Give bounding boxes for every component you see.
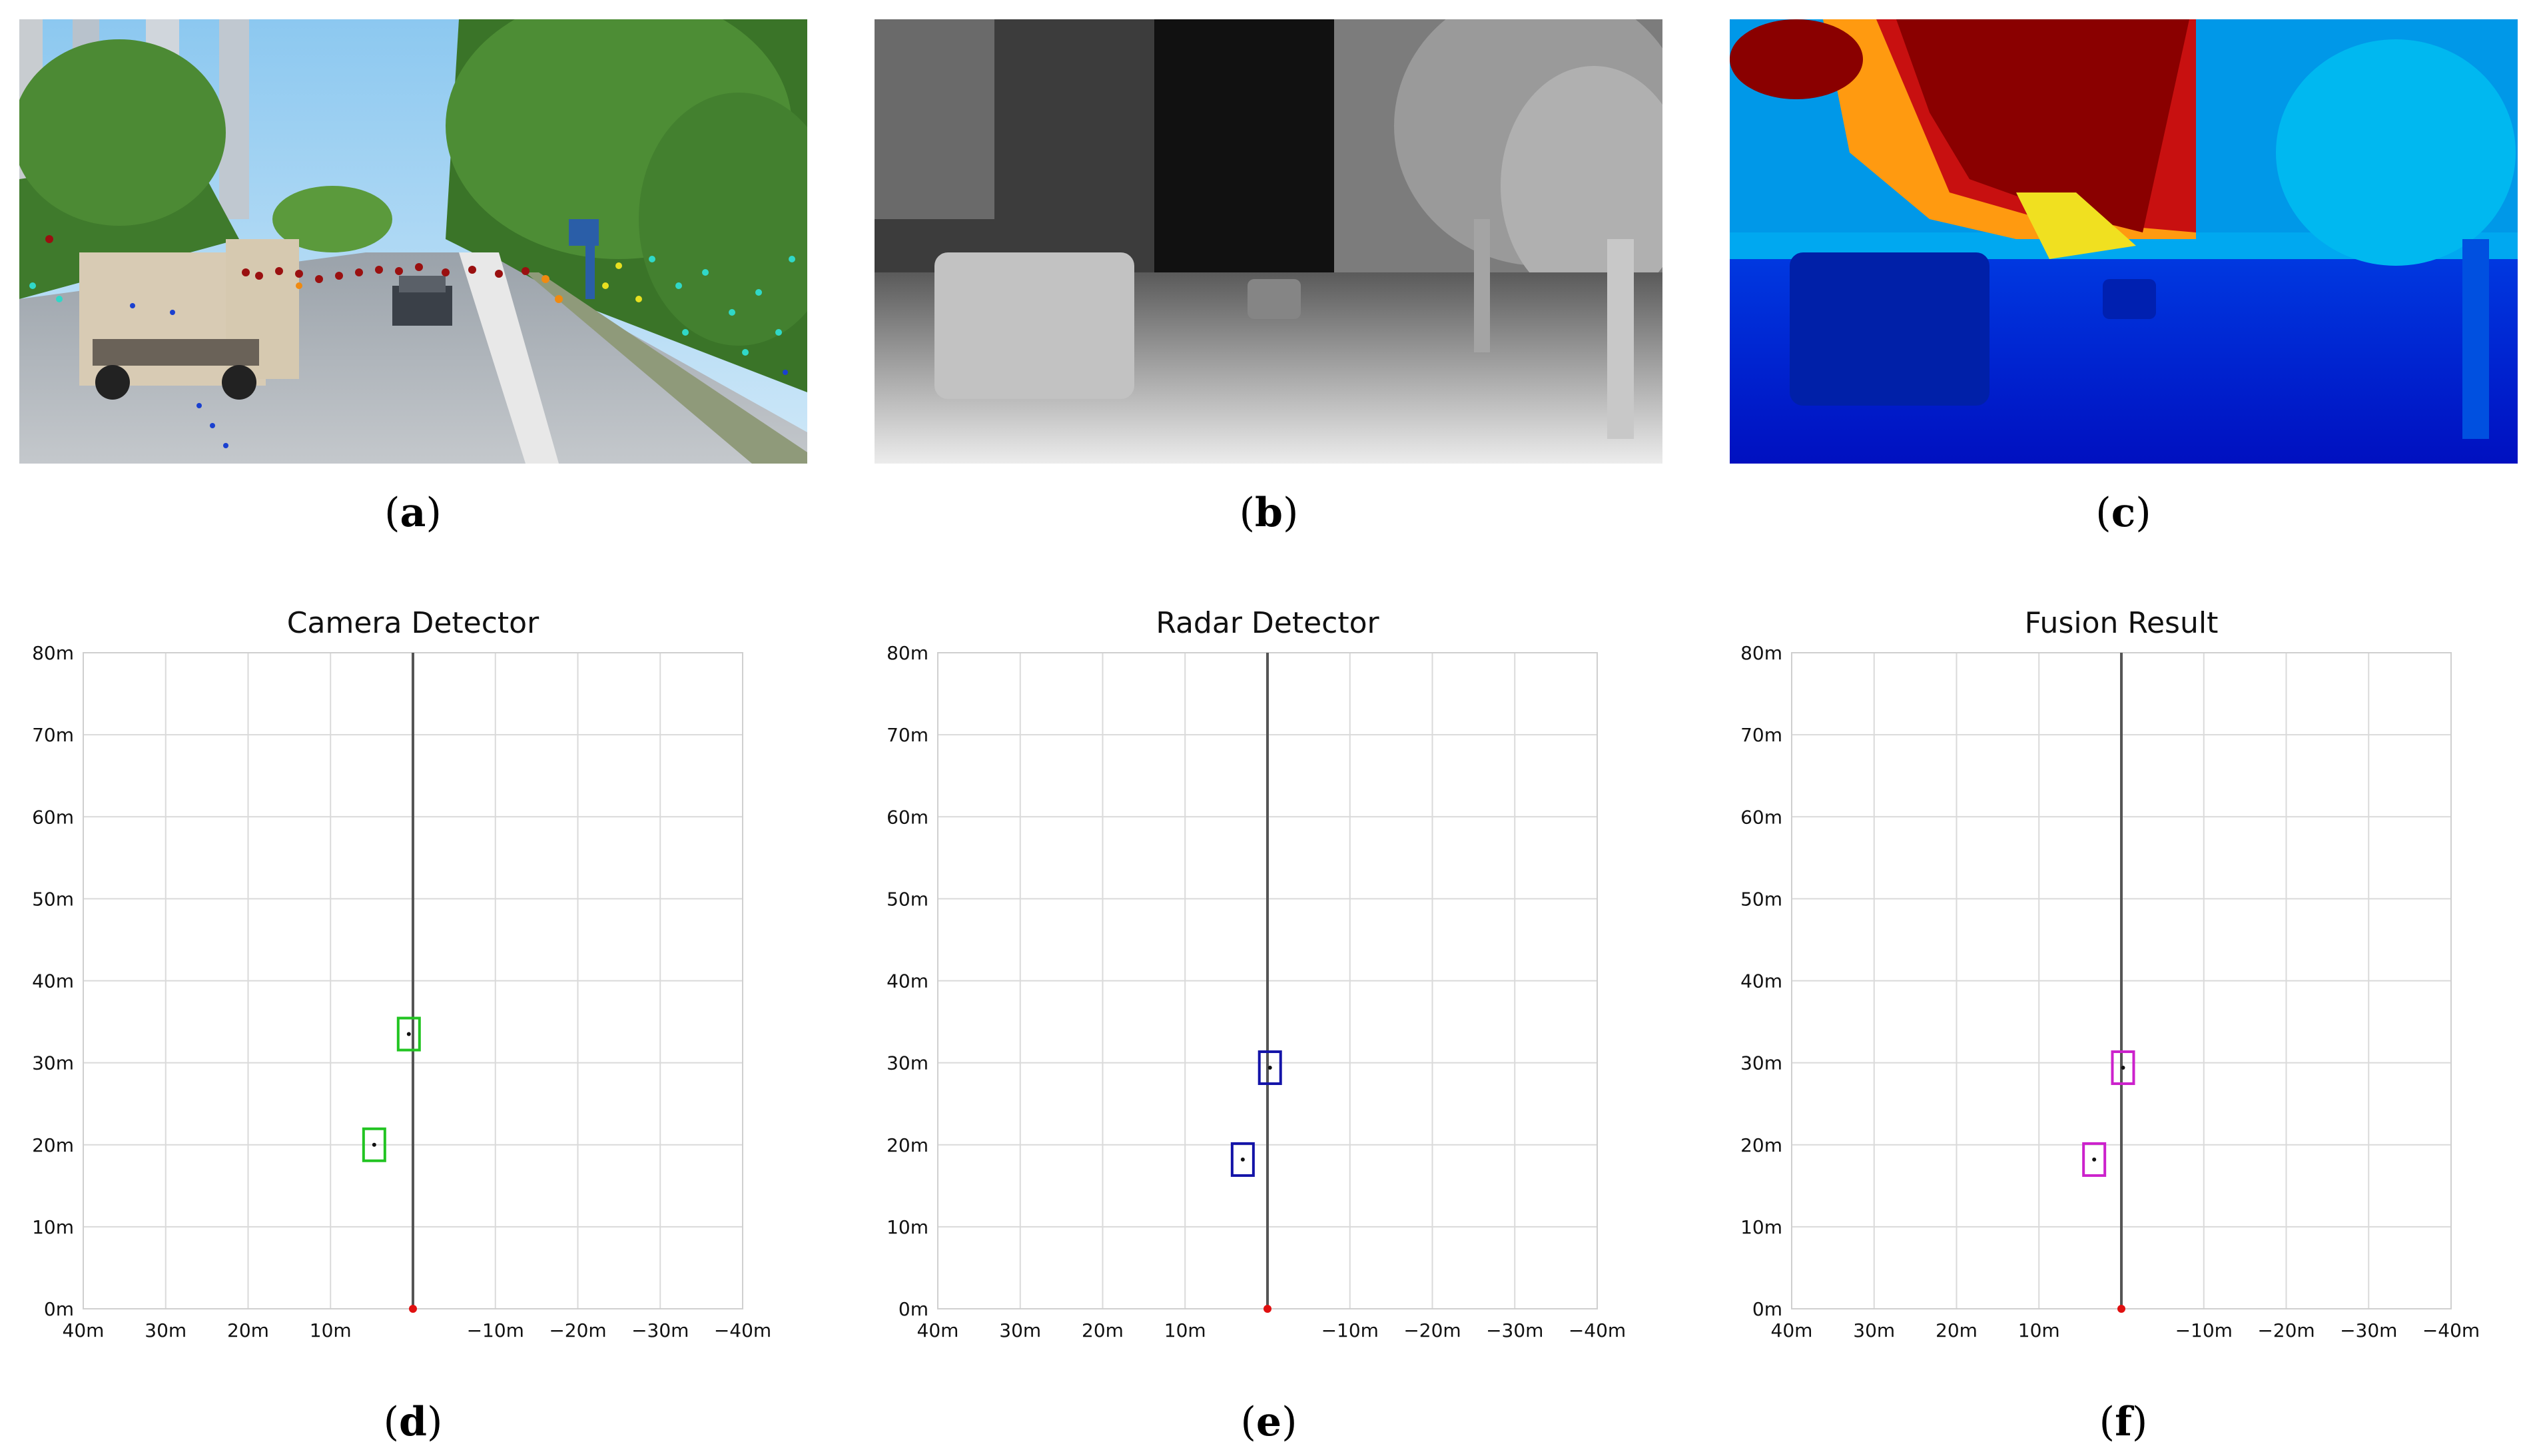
x-tick-label: −40m [1569,1319,1626,1341]
x-tick-label: −40m [714,1319,771,1341]
detection-box [396,1016,421,1052]
caption-c-letter: c [2111,490,2136,536]
y-tick-label: 40m [1740,970,1782,992]
x-tick-label: −30m [2340,1319,2397,1341]
chart-title: Fusion Result [2025,606,2219,640]
radar-detector-chart: Radar Detector 0m 10m 20m 30m 40m 50m 60m 70m 80m… [887,606,1626,1341]
colormap-depth-map [1730,19,2518,464]
ego-origin-point [2117,1305,2125,1313]
caption-a-letter: a [400,490,426,536]
y-tick-label: 70m [32,724,74,746]
jet-colormap-depth-map-icon [1730,19,2518,464]
grayscale-depth-map-icon [875,19,1662,464]
chart-title: Radar Detector [1156,606,1379,640]
x-tick-label: −40m [2422,1319,2480,1341]
y-tick-label: 10m [32,1216,74,1238]
y-tick-label: 70m [1740,724,1782,746]
caption-a: (a) [384,490,442,536]
detection-center [1267,1066,1272,1070]
y-tick-label: 0m [1752,1298,1782,1320]
x-tick-label: 40m [917,1319,959,1341]
detection-box [2111,1050,2135,1086]
caption-e-letter: e [1256,1399,1282,1445]
ego-origin-point [1264,1305,1271,1313]
x-tick-label: −10m [2175,1319,2233,1341]
x-tick-label: 20m [1082,1319,1124,1341]
caption-f-letter: f [2115,1399,2132,1445]
y-tick-label: 60m [1740,806,1782,828]
x-tick-label: 40m [1771,1319,1813,1341]
y-tick-label: 0m [899,1298,928,1320]
y-tick-label: 10m [887,1216,928,1238]
radar-detector-plot: Radar Detector 0m 10m 20m 30m 40m 50m 60m 70m 80m… [855,586,1647,1352]
fusion-result-chart: Fusion Result 0m 10m 20m 30m 40m 50m 60m 70m 80m 4… [1740,606,2480,1341]
x-tick-label: −20m [2257,1319,2315,1341]
detection-box [1230,1142,1255,1177]
grayscale-depth-map [875,19,1662,464]
y-tick-label: 80m [1740,642,1782,664]
x-tick-label: −20m [549,1319,606,1341]
y-tick-label: 20m [1740,1134,1782,1156]
y-tick-label: 70m [887,724,928,746]
fusion-result-plot: Fusion Result 0m 10m 20m 30m 40m 50m 60m 70m 80m 4… [1708,586,2501,1352]
y-tick-label: 20m [32,1134,74,1156]
chart-title: Camera Detector [287,606,540,640]
y-tick-label: 10m [1740,1216,1782,1238]
y-tick-label: 50m [1740,888,1782,910]
x-tick-label: −10m [1321,1319,1379,1341]
y-tick-label: 20m [887,1134,928,1156]
y-tick-label: 60m [32,806,74,828]
x-tick-label: 30m [1853,1319,1895,1341]
x-tick-label: 20m [227,1319,269,1341]
caption-d-letter: d [399,1399,427,1445]
detection-box [2082,1142,2107,1177]
x-tick-label: −20m [1403,1319,1461,1341]
detection-box [1258,1050,1282,1086]
road-scene-image [19,19,807,464]
y-tick-label: 50m [32,888,74,910]
ego-origin-point [409,1305,417,1313]
y-tick-label: 30m [1740,1052,1782,1074]
y-tick-label: 40m [887,970,928,992]
detection-center [1240,1157,1245,1162]
x-tick-label: −30m [1486,1319,1543,1341]
y-tick-label: 60m [887,806,928,828]
y-tick-label: 40m [32,970,74,992]
detection-center [372,1142,376,1147]
x-tick-label: 40m [63,1319,105,1341]
caption-c: (c) [2095,490,2151,536]
x-tick-label: 10m [310,1319,352,1341]
y-tick-label: 30m [32,1052,74,1074]
detection-box [362,1127,386,1162]
road-scene-with-radar-points-icon [19,19,807,464]
y-tick-label: 80m [32,642,74,664]
caption-d: (d) [383,1399,443,1445]
x-tick-label: 30m [145,1319,186,1341]
y-tick-label: 30m [887,1052,928,1074]
y-tick-label: 50m [887,888,928,910]
caption-f: (f) [2099,1399,2148,1445]
camera-detector-chart: Camera Detector 0m 10m 20m 30m 40m 50m 60m 70m 80… [32,606,771,1341]
camera-detector-plot: Camera Detector 0m 10m 20m 30m 40m 50m 60m 70m 80… [0,586,793,1352]
caption-b-letter: b [1255,490,1283,536]
x-tick-label: 10m [1164,1319,1206,1341]
x-tick-label: −10m [467,1319,524,1341]
detection-center [2092,1157,2097,1162]
x-tick-label: −30m [631,1319,689,1341]
x-tick-label: 20m [1936,1319,1978,1341]
caption-b: (b) [1239,490,1299,536]
x-tick-label: 10m [2018,1319,2060,1341]
x-tick-label: 30m [999,1319,1041,1341]
caption-e: (e) [1240,1399,1297,1445]
detection-center [406,1032,411,1036]
y-tick-label: 0m [44,1298,74,1320]
y-tick-label: 80m [887,642,928,664]
detection-center [2121,1066,2125,1070]
